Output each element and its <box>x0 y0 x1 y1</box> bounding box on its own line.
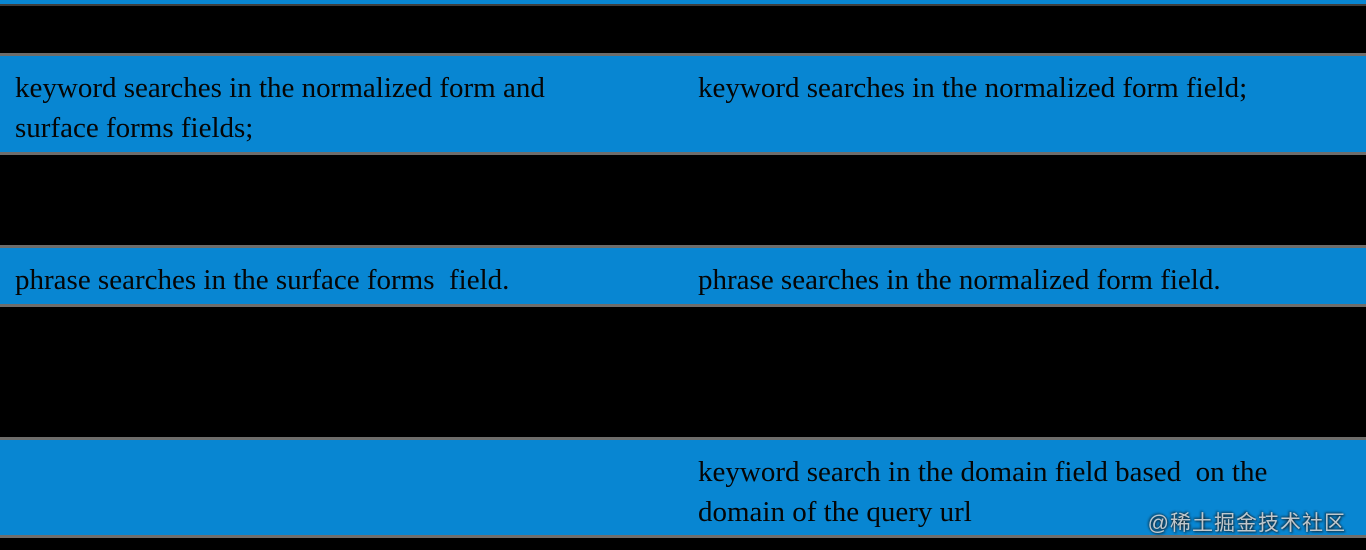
table-cell <box>683 307 1366 437</box>
table-cell <box>0 307 683 437</box>
table-row: keyword searches in the normalized form … <box>0 53 1366 155</box>
table-row <box>0 307 1366 437</box>
table-cell: keyword search in the domain field based… <box>698 456 1268 528</box>
table-row: phrase searches in the surface forms fie… <box>0 245 1366 307</box>
table-cell <box>0 155 683 245</box>
top-blue-strip <box>0 0 1366 6</box>
table-cell: phrase searches in the normalized form f… <box>698 264 1221 296</box>
table-cell <box>683 6 1366 53</box>
table-row <box>0 155 1366 245</box>
table-row: keyword search in the domain field based… <box>0 437 1366 538</box>
watermark: @稀土掘金技术社区 <box>1147 512 1346 535</box>
document-table: keyword searches in the normalized form … <box>0 0 1366 538</box>
table-cell <box>0 6 683 53</box>
table-cell: phrase searches in the surface forms fie… <box>15 264 510 296</box>
table-cell: keyword searches in the normalized form … <box>15 72 545 144</box>
table-cell <box>0 440 683 535</box>
table-cell: keyword searches in the normalized form … <box>698 72 1248 104</box>
table-cell <box>683 155 1366 245</box>
table-row <box>0 6 1366 53</box>
